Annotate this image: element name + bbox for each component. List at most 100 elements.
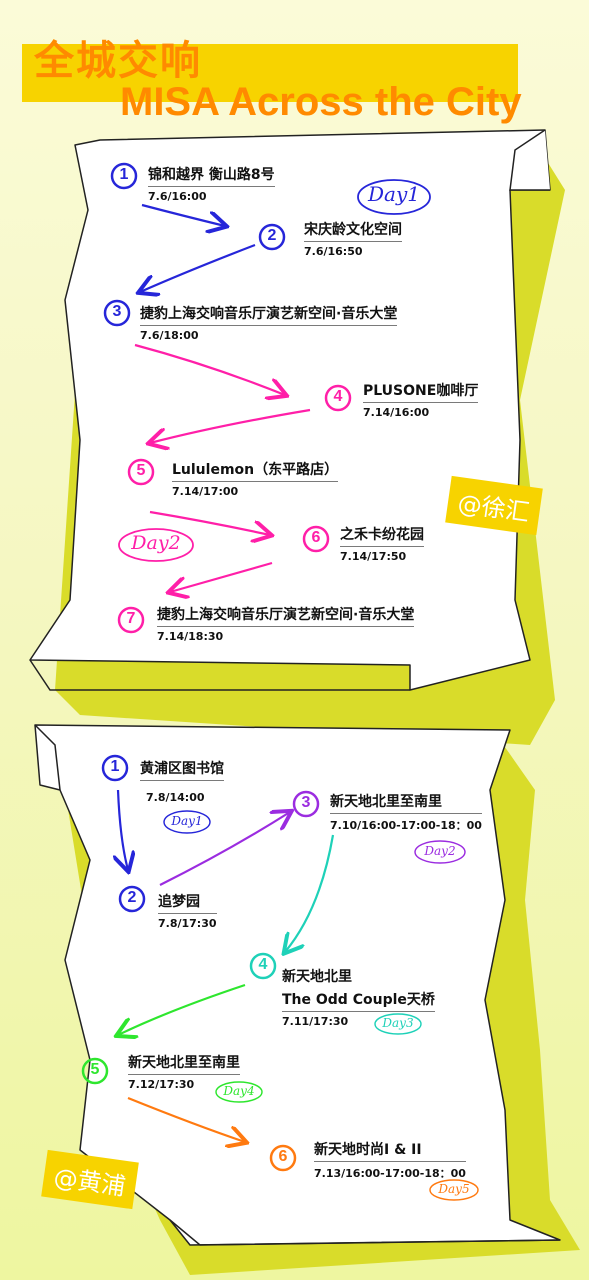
num-r2-5: 5 — [90, 1061, 100, 1078]
day-tag-r2-3: Day3 — [382, 1016, 414, 1030]
num-circle-r2-4 — [249, 952, 277, 980]
stop-name: 新天地时尚I & II — [314, 1139, 466, 1162]
num-r1-1: 1 — [119, 166, 129, 183]
day-oval-r2-3 — [374, 1013, 422, 1035]
day-oval-r1-1 — [357, 179, 431, 215]
scroll2-curl-bottom — [169, 1219, 561, 1246]
num-circle-r1-2 — [258, 223, 286, 251]
scroll1-curl-top — [509, 129, 550, 191]
stop-name: 之禾卡纷花园 — [340, 524, 424, 547]
arrow-r2-1-2 — [118, 789, 128, 870]
num-circle-r2-5 — [81, 1057, 109, 1085]
stop-time: 7.14/16:00 — [363, 406, 430, 419]
stop-time: 7.14/17:00 — [172, 485, 239, 498]
num-r1-7: 7 — [126, 610, 136, 627]
scroll2-paper — [34, 724, 561, 1246]
stop-r2-3: 新天地北里至南里 7.10/16:00-17:00-18：00 — [330, 791, 482, 833]
day-oval-r2-4 — [215, 1081, 263, 1103]
num-r1-2: 2 — [267, 227, 277, 244]
day-tag-r2-4: Day4 — [223, 1084, 255, 1098]
stop-name: 锦和越界 衡山路8号 — [148, 164, 275, 187]
stop-name: 捷豹上海交响音乐厅演艺新空间·音乐大堂 — [157, 604, 415, 627]
num-r2-1: 1 — [110, 758, 120, 775]
num-circle-r2-3 — [292, 790, 320, 818]
stop-r2-5: 新天地北里至南里 7.12/17:30 — [128, 1052, 240, 1091]
arrow-r2-4-5 — [118, 983, 246, 1035]
arrow-3-4 — [134, 343, 285, 395]
stop-r2-1: 黄浦区图书馆 7.8/14:00 — [140, 758, 224, 804]
num-circle-r1-1 — [110, 162, 138, 190]
stop-name: 新天地北里至南里 — [330, 791, 482, 814]
num-circle-r2-6 — [269, 1144, 297, 1172]
stop-name: 新天地北里 — [282, 969, 352, 985]
stop-r1-4: PLUSONE咖啡厅 7.14/16:00 — [363, 380, 479, 419]
stop-r2-4: 新天地北里 The Odd Couple天桥 7.11/17:30 — [282, 966, 435, 1028]
num-circle-r1-7 — [117, 606, 145, 634]
num-circle-r1-4 — [324, 384, 352, 412]
stop-r1-1: 锦和越界 衡山路8号 7.6/16:00 — [148, 164, 275, 203]
stop-r2-6: 新天地时尚I & II 7.13/16:00-17:00-18：00 — [314, 1139, 466, 1181]
stop-r1-6: 之禾卡纷花园 7.14/17:50 — [340, 524, 424, 563]
stop-time: 7.8/17:30 — [158, 917, 217, 930]
scroll2-curl-top — [34, 724, 61, 791]
stop-name: 新天地北里至南里 — [128, 1052, 240, 1075]
stop-r1-7: 捷豹上海交响音乐厅演艺新空间·音乐大堂 7.14/18:30 — [157, 604, 415, 643]
stop-r1-3: 捷豹上海交响音乐厅演艺新空间·音乐大堂 7.6/18:00 — [140, 303, 398, 342]
num-r2-4: 4 — [258, 956, 268, 973]
num-r2-2: 2 — [127, 889, 137, 906]
arrow-2-3 — [140, 243, 256, 292]
day-tag-r2-1: Day1 — [171, 814, 203, 828]
stop-name: 宋庆龄文化空间 — [304, 219, 402, 242]
num-r1-3: 3 — [112, 303, 122, 320]
arrow-5-6 — [149, 510, 270, 535]
num-r1-6: 6 — [311, 529, 321, 546]
num-r1-4: 4 — [333, 388, 343, 405]
day-oval-r2-1 — [163, 810, 211, 834]
title-en: MISA Across the City — [120, 80, 522, 124]
arrow-r2-5-6 — [127, 1096, 245, 1142]
arrow-4-5 — [150, 408, 311, 443]
stop-time: 7.14/18:30 — [157, 630, 224, 643]
stop-time: 7.10/16:00-17:00-18：00 — [330, 819, 482, 832]
num-circle-r1-3 — [103, 299, 131, 327]
stop-r1-2: 宋庆龄文化空间 7.6/16:50 — [304, 219, 402, 258]
stop-r2-2: 追梦园 7.8/17:30 — [158, 891, 217, 930]
stop-time: 7.8/14:00 — [146, 791, 205, 804]
stop-name: 追梦园 — [158, 891, 217, 914]
day-oval-r1-2 — [118, 528, 194, 562]
arrow-r2-3-4 — [285, 834, 335, 952]
stop-time: 7.14/17:50 — [340, 550, 407, 563]
stop-time: 7.6/16:00 — [148, 190, 207, 203]
num-r1-5: 5 — [136, 462, 146, 479]
day-tag-r1-2: Day2 — [131, 532, 181, 554]
stop-name-line2: The Odd Couple天桥 — [282, 989, 435, 1012]
stop-time: 7.13/16:00-17:00-18：00 — [314, 1167, 466, 1180]
stop-name: 捷豹上海交响音乐厅演艺新空间·音乐大堂 — [140, 303, 398, 326]
num-r2-6: 6 — [278, 1148, 288, 1165]
stop-time: 7.6/16:50 — [304, 245, 363, 258]
stop-time: 7.11/17:30 — [282, 1015, 349, 1028]
num-circle-r2-1 — [101, 754, 129, 782]
day-tag-r2-2: Day2 — [424, 844, 456, 858]
scroll1-curl-bottom — [29, 659, 410, 691]
day-oval-r2-5 — [429, 1179, 479, 1201]
title-cn: 全城交响 — [34, 38, 202, 84]
num-circle-r2-2 — [118, 885, 146, 913]
stop-time: 7.6/18:00 — [140, 329, 199, 342]
arrow-6-7 — [170, 561, 273, 592]
num-r2-3: 3 — [301, 794, 311, 811]
stop-name: 黄浦区图书馆 — [140, 758, 224, 781]
num-circle-r1-5 — [127, 458, 155, 486]
day-oval-r2-2 — [414, 840, 466, 864]
stop-r1-5: Lululemon（东平路店） 7.14/17:00 — [172, 459, 339, 498]
header-band — [22, 44, 518, 102]
num-circle-r1-6 — [302, 525, 330, 553]
arrow-1-2 — [141, 203, 225, 226]
day-tag-r1-1: Day1 — [368, 182, 420, 206]
arrow-r2-2-3 — [159, 812, 290, 886]
stop-name: Lululemon（东平路店） — [172, 459, 339, 482]
stop-name: PLUSONE咖啡厅 — [363, 380, 479, 403]
stop-time: 7.12/17:30 — [128, 1078, 195, 1091]
day-tag-r2-5: Day5 — [438, 1182, 470, 1196]
